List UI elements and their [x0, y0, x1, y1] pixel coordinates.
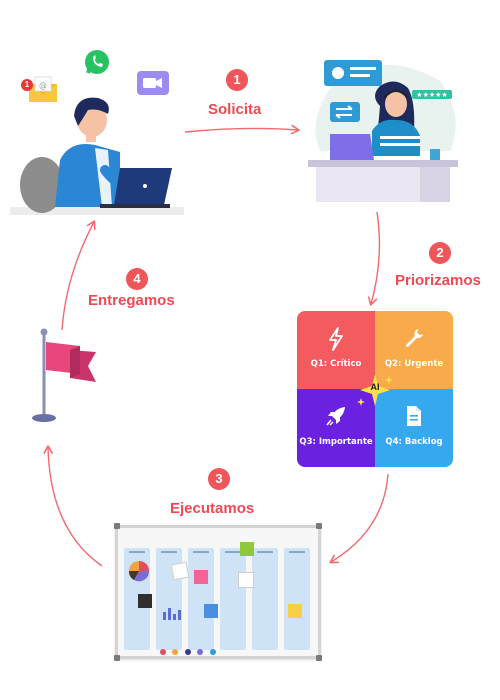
lightning-icon [329, 327, 343, 351]
kanban-column [252, 548, 278, 650]
whatsapp-icon [83, 48, 111, 76]
sticky-note [194, 570, 208, 584]
sticky-note [138, 594, 152, 608]
sticky-note [170, 561, 190, 581]
step-1-label: Solicita [208, 101, 262, 118]
step-3-badge: 3 [208, 468, 230, 490]
sticky-note [204, 604, 218, 618]
step-2-label: Priorizamos [395, 272, 481, 289]
email-count-badge: 1 [21, 79, 33, 91]
flag-icon [30, 328, 100, 424]
step-4-label: Entregamos [88, 292, 175, 309]
video-call-icon [137, 71, 169, 95]
kanban-column [284, 548, 310, 650]
quadrant-q3-label: Q3: Importante [299, 437, 373, 447]
quadrant-q1-label: Q1: Crítico [310, 359, 362, 369]
kanban-column [220, 548, 246, 650]
quadrant-q4: Q4: Backlog [375, 389, 453, 467]
wrench-icon [405, 329, 423, 348]
priority-matrix: Q1: Crítico Q2: Urgente Q3: Importante Q… [297, 311, 453, 467]
arrow-priorizamos [367, 211, 381, 306]
ai-sparkle-icon [357, 374, 393, 406]
quadrant-q1: Q1: Crítico [297, 311, 375, 389]
marker-dots [160, 642, 216, 660]
arrow-ejecutamos [329, 473, 389, 564]
sticky-note [288, 604, 302, 618]
step-1-badge: 1 [226, 69, 248, 91]
quadrant-q2: Q2: Urgente [375, 311, 453, 389]
sticky-note [240, 542, 254, 556]
email-icon: @ [27, 74, 59, 104]
requester-illustration [0, 40, 190, 220]
arrow-solicita [184, 124, 300, 135]
step-2-badge: 2 [429, 242, 451, 264]
support-agent-illustration: ★★★★★ [300, 56, 460, 206]
kanban-whiteboard [114, 523, 322, 661]
rocket-icon [326, 407, 345, 426]
arrow-entregamos [61, 220, 96, 331]
arrow-to-flag [43, 445, 103, 567]
kanban-column [188, 548, 214, 650]
step-3-label: Ejecutamos [170, 500, 255, 517]
svg-text:★★★★★: ★★★★★ [416, 91, 447, 99]
bar-chart-icon [163, 608, 181, 620]
quadrant-q4-label: Q4: Backlog [385, 437, 443, 447]
pie-chart-icon [128, 561, 150, 582]
ai-badge: AI [370, 382, 380, 392]
step-4-badge: 4 [126, 268, 148, 290]
svg-text:@: @ [39, 81, 47, 90]
document-icon [407, 406, 421, 426]
sticky-note [238, 572, 254, 588]
quadrant-q2-label: Q2: Urgente [384, 359, 444, 369]
